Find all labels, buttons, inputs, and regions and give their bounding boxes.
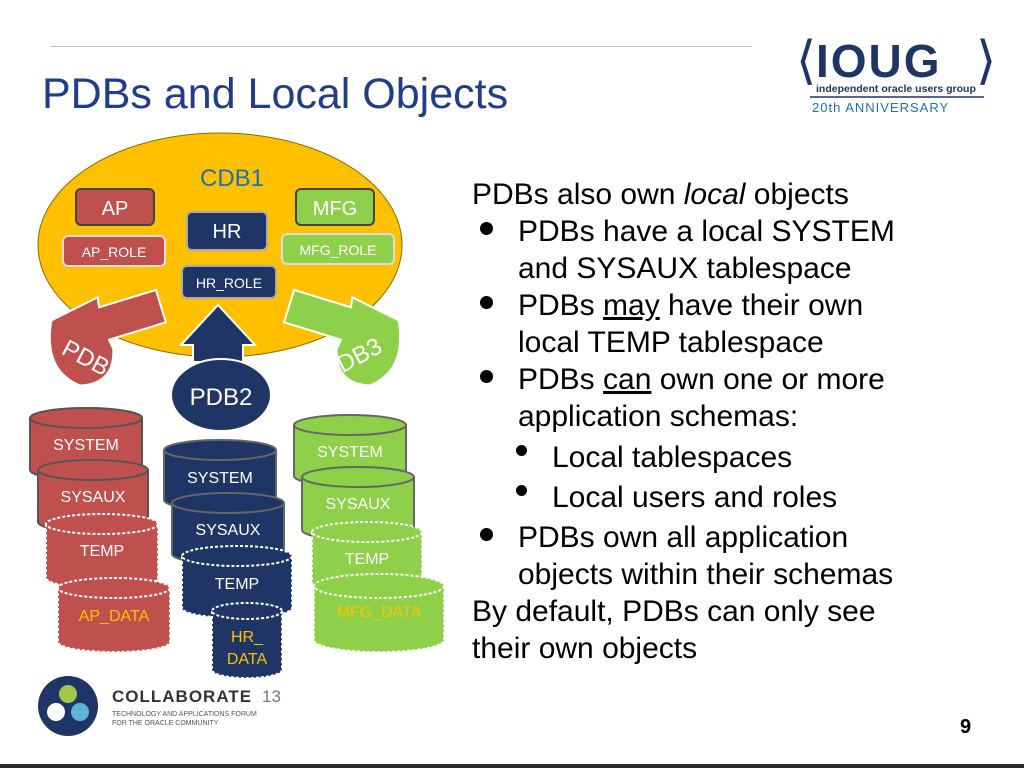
logo-bracket-right: ⟩ (976, 32, 996, 90)
intro-line: PDBs also own local objects (472, 176, 849, 213)
collaborate-tagline-2: FOR THE ORACLE COMMUNITY (112, 720, 219, 727)
bullet-3-text: PDBs (518, 363, 604, 396)
bullet-dot (480, 222, 493, 235)
hr-role-box (181, 265, 277, 299)
bullet-dot (480, 370, 493, 383)
bullet-dot (480, 528, 493, 541)
pdb3-system-label: SYSTEM (317, 444, 383, 461)
pdb1-data-cylinder: AP_DATA (57, 577, 171, 653)
collaborate-number: 13 (262, 687, 281, 706)
bullet-3-line-2: application schemas: (518, 400, 799, 433)
bullet-1-line-1: PDBs have a local SYSTEM (518, 215, 895, 248)
bullet-2-line-2: local TEMP tablespace (518, 326, 824, 359)
cdb-diagram: CDB1 AP AP_ROLE HR HR_ROLE MFG MFG_ROLE … (29, 132, 445, 679)
ap-role-box (62, 235, 166, 267)
mfg-role-box (281, 233, 395, 265)
pdb2-data-label-line1: HR_ (231, 629, 264, 646)
mfg-schema-box (295, 188, 375, 226)
pdb2-temp-label: TEMP (215, 576, 259, 593)
bullet-2-line-1: PDBs may have their own (518, 287, 863, 324)
pdb3-temp-label: TEMP (345, 551, 389, 568)
logo-bracket-left: ⟨ (796, 32, 816, 90)
ioug-logo: ⟨ IOUG ⟩ independent oracle users group … (796, 32, 996, 115)
outro-line-2: their own objects (472, 632, 698, 665)
pdb2-sysaux-label: SYSAUX (196, 522, 261, 539)
sub-bullet-1: Local tablespaces (552, 441, 793, 474)
intro-text-end: objects (745, 178, 849, 211)
mfg-schema-label: MFG (313, 198, 357, 220)
pdb1-system-label: SYSTEM (53, 437, 119, 454)
bullet-2-text-end: have their own (659, 289, 864, 322)
sub-bullet-2: Local users and roles (552, 481, 838, 514)
intro-emphasis: local (683, 178, 746, 211)
hr-schema-box (186, 211, 268, 251)
top-rule (50, 46, 752, 47)
page-number: 9 (960, 716, 972, 738)
bullet-1-line-2: and SYSAUX tablespace (518, 252, 852, 285)
collaborate-wordmark: COLLABORATE (112, 687, 252, 706)
pdb2-label: PDB2 (190, 384, 253, 411)
slide-title: PDBs and Local Objects (42, 70, 509, 118)
pdb2-data-cylinder: HR_ DATA (211, 602, 283, 679)
mfg-role-label: MFG_ROLE (299, 242, 376, 258)
collaborate-tagline-1: TECHNOLOGY AND APPLICATIONS FORUM (112, 711, 257, 718)
pdb1-temp-label: TEMP (80, 543, 124, 560)
bullet-2-text: PDBs (518, 289, 604, 322)
pdb3-data-cylinder: MFG_DATA (313, 573, 445, 653)
pdb2-system-label: SYSTEM (187, 470, 253, 487)
ioug-tagline: independent oracle users group (816, 83, 976, 95)
bullet-4-line-1: PDBs own all application (518, 521, 849, 554)
ap-schema-label: AP (102, 198, 129, 220)
ioug-anniversary: 20th ANNIVERSARY (812, 100, 949, 115)
collaborate-emblem (38, 676, 98, 736)
bullet-2-underlined: may (603, 289, 660, 322)
hr-schema-label: HR (213, 221, 242, 243)
ap-role-label: AP_ROLE (82, 244, 147, 260)
pdb1-sysaux-label: SYSAUX (61, 489, 126, 506)
bullet-4-line-2: objects within their schemas (518, 558, 894, 591)
hr-role-label: HR_ROLE (196, 275, 262, 291)
pdb1-temp-cylinder: TEMP (45, 513, 159, 589)
emblem-leaf-left (47, 703, 65, 721)
emblem-leaf-top (59, 685, 77, 703)
collaborate-logo: COLLABORATE 13 TECHNOLOGY AND APPLICATIO… (38, 676, 281, 736)
sub-bullet-dot (516, 485, 527, 496)
pdb3-sysaux-label: SYSAUX (326, 496, 391, 513)
intro-text: PDBs also own (472, 178, 684, 211)
sub-bullet-dot (516, 445, 527, 456)
pdb1-data-label: AP_DATA (79, 608, 150, 625)
pdb1-arrow (48, 288, 168, 387)
emblem-leaf-right (71, 703, 89, 721)
pdb3-data-label: MFG_DATA (337, 604, 422, 621)
pdb2-data-label-line2: DATA (227, 651, 268, 668)
cdb-label: CDB1 (200, 165, 264, 192)
pdb3-arrow (282, 288, 402, 387)
bullet-3-line-1: PDBs can own one or more (518, 361, 885, 398)
bullet-3-underlined: can (603, 363, 652, 396)
outro-line-1: By default, PDBs can only see (472, 595, 876, 628)
bullet-3-text-end: own one or more (651, 363, 885, 396)
ioug-wordmark: IOUG (816, 35, 942, 87)
bullet-dot (480, 296, 493, 309)
bottom-rule (0, 764, 1024, 768)
pdb2-arrow-body (170, 358, 272, 432)
ap-schema-box (75, 188, 155, 226)
pdb2-temp-cylinder: TEMP (181, 545, 293, 619)
